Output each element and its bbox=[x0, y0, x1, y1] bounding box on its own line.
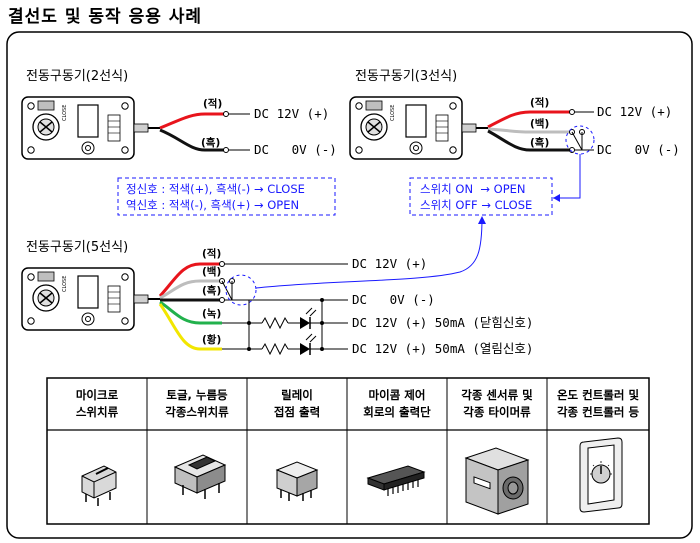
wire-label-white-3: (백) bbox=[530, 117, 549, 130]
micro-switch-icon bbox=[81, 465, 117, 506]
terminal-open-signal-5: DC 12V (+) 50mA (열림신호) bbox=[352, 341, 533, 356]
wire-label-black-3: (흑) bbox=[530, 136, 549, 149]
application-header-1-line2: 스위치류 bbox=[76, 405, 119, 419]
outer-frame bbox=[6, 31, 693, 539]
wire-label-yellow-5: (황) bbox=[202, 333, 221, 346]
switch-highlight-5wire bbox=[225, 274, 257, 306]
wire-label-red-5: (적) bbox=[202, 247, 221, 260]
wire-label-red-3: (적) bbox=[530, 96, 549, 109]
note-line-1-2wire: 정신호 : 적색(+), 흑색(-) → CLOSE bbox=[126, 182, 305, 196]
wire-label-black-2: (흑) bbox=[201, 136, 220, 149]
application-header-5-line2: 각종 타이머류 bbox=[463, 405, 531, 419]
section-label-2wire: 전동구동기(2선식) bbox=[26, 69, 128, 84]
application-header-2-line1: 토글, 누름등 bbox=[166, 388, 228, 402]
application-header-4-line2: 회로의 출력단 bbox=[363, 405, 431, 419]
thermostat-icon bbox=[579, 437, 623, 513]
wire-yellow-5 bbox=[158, 303, 222, 351]
actuator-5wire bbox=[21, 267, 149, 331]
application-header-2-line2: 각종스위치류 bbox=[165, 405, 229, 419]
terminal-12v-5: DC 12V (+) bbox=[352, 256, 427, 271]
terminal-12v-2: DC 12V (+) bbox=[254, 106, 329, 121]
note-line-2-3wire: 스위치 OFF → CLOSE bbox=[420, 198, 532, 212]
application-header-4-line1: 마이콤 제어 bbox=[369, 388, 426, 402]
application-header-6-line1: 온도 컨트롤러 및 bbox=[557, 388, 639, 402]
wire-white-3 bbox=[487, 127, 572, 134]
terminal-0v-2: DC 0V (-) bbox=[254, 142, 337, 157]
applications-table bbox=[46, 377, 650, 525]
note-box-3wire bbox=[409, 177, 553, 216]
actuator-3wire bbox=[349, 96, 477, 160]
switch-highlight-3wire bbox=[565, 125, 595, 155]
application-header-5-line1: 각종 센서류 및 bbox=[461, 388, 533, 402]
section-label-5wire: 전동구동기(5선식) bbox=[26, 240, 128, 255]
terminal-12v-3: DC 12V (+) bbox=[597, 104, 672, 119]
wire-label-white-5: (백) bbox=[202, 265, 221, 278]
wire-white-5 bbox=[159, 279, 222, 300]
page-title: 결선도 및 동작 응용 사례 bbox=[8, 7, 203, 27]
application-header-3-line2: 접점 출력 bbox=[274, 405, 320, 419]
note-box-2wire bbox=[117, 177, 336, 216]
timer-icon bbox=[464, 447, 530, 515]
wire-green-5 bbox=[159, 300, 222, 325]
application-header-3-line1: 릴레이 bbox=[281, 388, 313, 402]
led-chain-green bbox=[242, 307, 348, 330]
terminal-0v-3: DC 0V (-) bbox=[597, 142, 680, 157]
callout-line-5wire bbox=[255, 217, 483, 289]
wire-red-3 bbox=[487, 110, 572, 129]
note-line-1-3wire: 스위치 ON → OPEN bbox=[420, 182, 526, 196]
toggle-switch-icon bbox=[173, 454, 227, 499]
note-line-2-2wire: 역신호 : 적색(-), 흑색(+) → OPEN bbox=[126, 198, 299, 212]
wire-label-black-5: (흑) bbox=[202, 284, 221, 297]
wire-red-5 bbox=[158, 262, 222, 298]
wire-black-2 bbox=[159, 128, 226, 152]
section-label-3wire: 전동구동기(3선식) bbox=[355, 69, 457, 84]
relay-icon bbox=[275, 461, 319, 501]
callout-line-3wire bbox=[553, 154, 581, 199]
terminal-0v-5: DC 0V (-) bbox=[352, 292, 435, 307]
ic-chip-icon bbox=[366, 465, 426, 496]
actuator-2wire bbox=[21, 96, 149, 160]
led-chain-yellow bbox=[242, 333, 348, 356]
wire-label-red-2: (적) bbox=[203, 97, 222, 110]
wire-label-green-5: (녹) bbox=[202, 308, 221, 320]
application-header-6-line2: 각종 컨트롤러 등 bbox=[557, 405, 639, 419]
terminal-close-signal-5: DC 12V (+) 50mA (닫힘신호) bbox=[352, 315, 533, 330]
application-header-1-line1: 마이크로 bbox=[76, 388, 119, 402]
wire-black-3 bbox=[487, 129, 572, 152]
wire-red-2 bbox=[159, 112, 226, 130]
